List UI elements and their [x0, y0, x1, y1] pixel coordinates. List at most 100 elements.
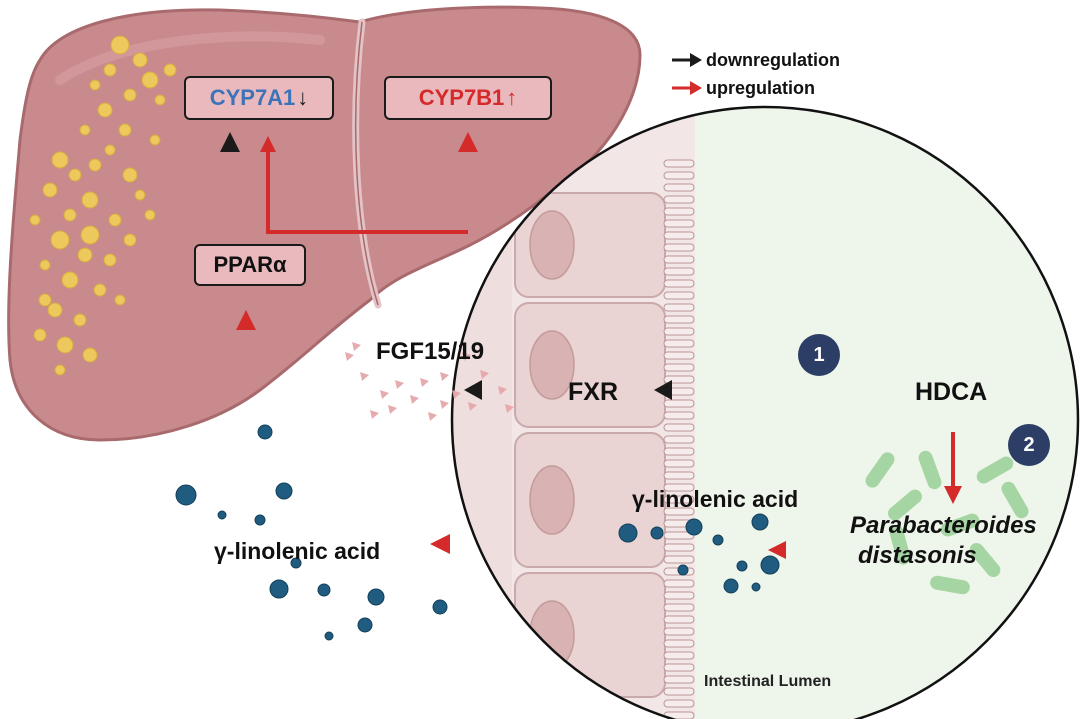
fat-droplet	[82, 347, 98, 363]
microvillus	[663, 339, 695, 348]
microvillus	[663, 207, 695, 216]
gla-blood-label: γ-linolenic acid	[214, 538, 381, 564]
microvillus	[663, 495, 695, 504]
fgf-particle	[440, 400, 449, 409]
fat-droplet	[141, 71, 159, 89]
microvillus	[663, 579, 695, 588]
bacterium-rod	[865, 452, 895, 488]
microvillus	[663, 291, 695, 300]
fgf-particle	[410, 395, 419, 404]
up-arrow-icon: ↑	[506, 85, 518, 110]
fat-droplet	[108, 213, 122, 227]
fat-droplet	[123, 88, 137, 102]
microvillus	[663, 243, 695, 252]
bacteria-cluster	[865, 450, 1029, 595]
fgf-particle	[428, 412, 437, 421]
fat-droplet	[79, 124, 91, 136]
microvillus	[663, 507, 695, 516]
gla-molecule	[712, 534, 724, 546]
gla-molecule	[269, 579, 289, 599]
fat-droplet	[33, 328, 47, 342]
gla-molecule	[432, 599, 448, 615]
fgf-particle	[462, 352, 471, 361]
intestinal-lumen-label: Intestinal Lumen	[704, 673, 832, 690]
gla-molecule	[736, 560, 748, 572]
fat-droplet	[118, 123, 132, 137]
fgf-particles	[345, 342, 514, 421]
gla-molecule	[324, 631, 334, 641]
fgf-particle	[380, 390, 389, 399]
fat-droplet	[163, 63, 177, 77]
arrowhead-gut-to-blood-gla	[430, 534, 450, 554]
microvillus	[663, 399, 695, 408]
fat-droplet	[149, 134, 161, 146]
microvillus	[663, 627, 695, 636]
microvillus	[663, 543, 695, 552]
fgf-particle	[452, 390, 461, 399]
bacterium-rod	[930, 575, 970, 595]
fat-droplet	[154, 94, 166, 106]
step-badge-1: 1	[798, 334, 840, 376]
gla-molecule	[685, 518, 703, 536]
fgf-particle	[395, 380, 404, 389]
arrowhead-fgf-to-cyp7b1	[458, 132, 478, 152]
fat-droplet	[50, 230, 70, 250]
lumen-border	[450, 105, 1080, 719]
microvillus	[663, 267, 695, 276]
arrowhead-bacteria-to-gla	[768, 541, 786, 559]
cell-nucleus	[529, 210, 575, 280]
ppara-label: PPARα	[213, 252, 287, 277]
microvillus	[663, 699, 695, 708]
cyp7a1-box: CYP7A1 ↓	[184, 76, 334, 120]
microvillus	[663, 471, 695, 480]
microvillus	[663, 651, 695, 660]
arrowhead-hdca-to-bacteria	[944, 486, 962, 504]
fat-droplet	[47, 302, 63, 318]
microvillus	[663, 231, 695, 240]
microvillus	[663, 447, 695, 456]
microvillus	[663, 363, 695, 372]
bacterium-rod	[918, 450, 942, 490]
microvillus	[663, 459, 695, 468]
fgf-particle	[345, 352, 354, 361]
fat-droplet	[114, 294, 126, 306]
cyp7b1-box: CYP7B1 ↑	[384, 76, 552, 120]
bacterium-rod	[1001, 481, 1029, 519]
legend-down-arrowhead	[690, 53, 702, 67]
fat-droplet	[51, 151, 69, 169]
gla-molecule	[751, 513, 769, 531]
gla-molecule	[257, 424, 273, 440]
fat-droplet	[63, 208, 77, 222]
arrowhead-hdca-to-fxr	[654, 380, 672, 400]
fat-droplet	[97, 102, 113, 118]
gla-molecule	[723, 578, 739, 594]
legend-down-label: downregulation	[706, 50, 840, 70]
bacterium-rod	[940, 513, 980, 537]
fxr-label: FXR	[568, 378, 618, 406]
fat-droplet	[61, 271, 79, 289]
liver-ligament-edge	[354, 21, 379, 306]
bacterium-rod	[888, 489, 922, 521]
gla-molecule	[275, 482, 293, 500]
microvillus	[663, 279, 695, 288]
microvillus	[663, 435, 695, 444]
cell-nucleus	[529, 465, 575, 535]
bacterium-rod	[969, 543, 1001, 577]
fat-droplets	[29, 35, 177, 376]
bacterium-name-line1: Parabacteroides	[850, 512, 1037, 539]
gla-molecule	[751, 582, 761, 592]
fat-droplet	[56, 336, 74, 354]
fgf-particle	[505, 404, 514, 413]
legend-upregulation: upregulation	[706, 78, 815, 99]
fat-droplet	[81, 191, 99, 209]
bacterium-name-line2: distasonis	[858, 542, 977, 569]
fat-droplet	[144, 209, 156, 221]
fat-droplet	[88, 158, 102, 172]
fgf-particle	[468, 402, 477, 411]
fgf-particle	[370, 410, 379, 419]
fat-droplet	[104, 144, 116, 156]
microvillus	[663, 411, 695, 420]
microvillus	[663, 315, 695, 324]
cyp7b1-label: CYP7B1	[418, 85, 505, 110]
